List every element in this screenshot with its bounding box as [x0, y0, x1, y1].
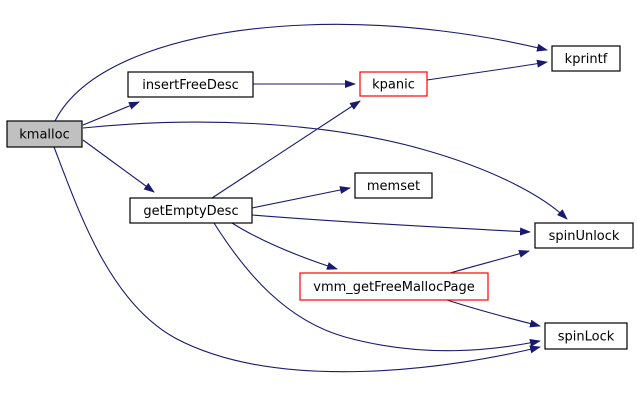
edge-vmm_getFreeMallocPage-to-spinUnlock [449, 249, 530, 274]
edge-kmalloc-to-kprintf [54, 23, 548, 122]
node-memset[interactable]: memset [354, 172, 433, 199]
node-spinUnlock[interactable]: spinUnlock [534, 222, 634, 249]
node-label-kmalloc: kmalloc [19, 128, 69, 143]
node-box-getEmptyDesc[interactable] [129, 197, 253, 224]
edge-kmalloc-to-insertFreeDesc [82, 101, 140, 126]
edge-kmalloc-to-getEmptyDesc [82, 139, 155, 193]
node-insertFreeDesc[interactable]: insertFreeDesc [127, 71, 254, 98]
node-label-getEmptyDesc: getEmptyDesc [143, 204, 238, 219]
node-box-insertFreeDesc[interactable] [127, 71, 254, 98]
edges-layer [53, 23, 568, 373]
node-box-memset[interactable] [354, 172, 433, 199]
node-box-kmalloc[interactable] [6, 120, 83, 148]
edge-kmalloc-to-spinLock [53, 146, 541, 373]
node-label-spinUnlock: spinUnlock [549, 229, 620, 244]
node-label-kpanic: kpanic [372, 78, 415, 93]
node-label-vmm_getFreeMallocPage: vmm_getFreeMallocPage [313, 280, 474, 295]
edge-getEmptyDesc-to-vmm_getFreeMallocPage [231, 222, 338, 270]
edge-kmalloc-to-spinUnlock [82, 121, 568, 220]
node-label-memset: memset [367, 179, 420, 194]
node-box-vmm_getFreeMallocPage[interactable] [299, 272, 489, 301]
node-spinLock[interactable]: spinLock [544, 322, 628, 350]
node-box-spinLock[interactable] [544, 322, 628, 350]
node-kmalloc[interactable]: kmalloc [6, 120, 83, 148]
node-box-kpanic[interactable] [359, 71, 428, 97]
node-box-kprintf[interactable] [551, 45, 621, 72]
node-kprintf[interactable]: kprintf [551, 45, 621, 72]
node-kpanic[interactable]: kpanic [359, 71, 428, 97]
edge-kpanic-to-kprintf [426, 59, 548, 81]
edge-getEmptyDesc-to-spinLock [213, 222, 541, 352]
edge-vmm_getFreeMallocPage-to-spinLock [446, 299, 541, 328]
node-label-spinLock: spinLock [558, 330, 615, 345]
edge-getEmptyDesc-to-spinUnlock [251, 214, 531, 236]
edge-getEmptyDesc-to-memset [251, 186, 351, 209]
node-vmm_getFreeMallocPage[interactable]: vmm_getFreeMallocPage [299, 272, 489, 301]
node-box-spinUnlock[interactable] [534, 222, 634, 249]
node-getEmptyDesc[interactable]: getEmptyDesc [129, 197, 253, 224]
node-label-insertFreeDesc: insertFreeDesc [142, 78, 239, 93]
nodes-layer: kmalloc insertFreeDesc kpanic kprintf memset… [6, 45, 634, 350]
node-label-kprintf: kprintf [565, 52, 608, 67]
edge-getEmptyDesc-to-kpanic [211, 100, 361, 199]
